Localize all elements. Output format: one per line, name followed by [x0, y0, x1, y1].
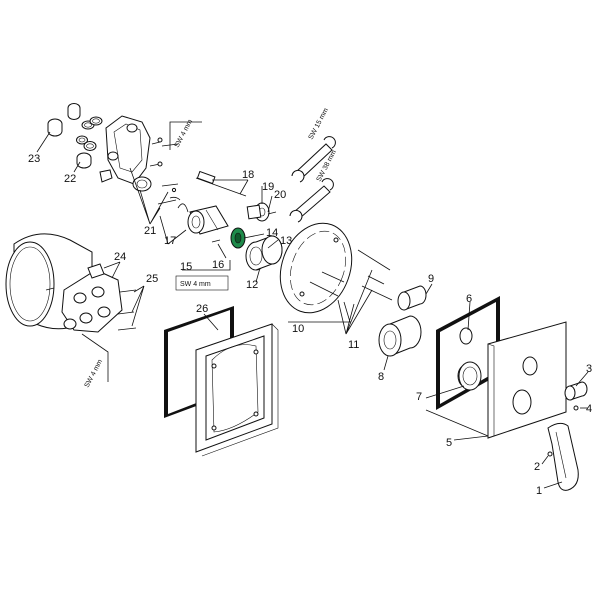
- callout-20: 20: [274, 189, 286, 201]
- callout-6: 6: [466, 293, 472, 305]
- part-10-round-plate: [279, 222, 353, 314]
- part-3-knob: [564, 381, 588, 401]
- callout-3: 3: [586, 363, 592, 375]
- part-17-cartridge: [177, 203, 229, 235]
- part-4-screw: [573, 405, 579, 411]
- part-21-screws: [157, 183, 181, 205]
- allen-key-mid: SW 4 mm: [175, 275, 229, 291]
- part-23-cap: [47, 118, 63, 137]
- tool-label-sw4-mid: SW 4 mm: [180, 281, 211, 288]
- callout-12: 12: [246, 279, 258, 291]
- part-16-screw: [211, 239, 221, 243]
- part-7-ring: [458, 361, 482, 391]
- callout-17: 17: [164, 235, 176, 247]
- callout-24: 24: [114, 251, 126, 263]
- callout-5: 5: [446, 437, 452, 449]
- callout-11: 11: [348, 339, 359, 351]
- callout-15: 15: [180, 261, 192, 273]
- callout-21: 21: [144, 225, 156, 237]
- part-18-spindle: [195, 170, 247, 197]
- callout-16: 16: [212, 259, 224, 271]
- part-1-lever-handle: [547, 422, 579, 491]
- allen-key-top: SW 4 mm: [169, 118, 202, 150]
- wrench-sw15: SW 15 mm: [291, 107, 336, 183]
- part-13-sleeve: [245, 235, 283, 271]
- callout-4: 4: [586, 403, 592, 415]
- callout-13: 13: [280, 235, 292, 247]
- screw-top: [161, 143, 179, 147]
- part-26-frame: [164, 306, 279, 457]
- callout-2: 2: [534, 461, 540, 473]
- tool-label-sw15: SW 15 mm: [308, 107, 331, 141]
- part-2-screw: [547, 451, 553, 457]
- allen-key-left: SW 4 mm: [81, 333, 109, 389]
- callout-26: 26: [196, 303, 208, 315]
- part-21-valve-body: [99, 115, 163, 192]
- part-24-valve-block: [61, 263, 123, 333]
- part-9-cylinder: [397, 285, 427, 311]
- part-14-highlight-ring: [230, 227, 246, 249]
- callout-10: 10: [292, 323, 304, 335]
- callout-1: 1: [536, 485, 542, 497]
- callout-14: 14: [266, 227, 278, 239]
- callout-18: 18: [242, 169, 254, 181]
- callout-9: 9: [428, 273, 434, 285]
- callout-22: 22: [64, 173, 76, 185]
- part-6-gasket: [436, 296, 500, 410]
- callout-23: 23: [28, 153, 40, 165]
- part-19-nut: [246, 202, 270, 222]
- callout-25: 25: [146, 273, 158, 285]
- part-11-long-screws: [309, 249, 393, 301]
- part-20-screw: [267, 211, 277, 215]
- part-8-sleeve: [378, 315, 422, 357]
- part-5-cover-plate: [487, 321, 567, 439]
- part-25-screws: [117, 289, 137, 331]
- callout-8: 8: [378, 371, 384, 383]
- callout-19: 19: [262, 181, 274, 193]
- leader-lines: [36, 131, 589, 489]
- tool-label-sw4-left: SW 4 mm: [84, 358, 105, 389]
- part-22-seals: [67, 103, 103, 169]
- callout-7: 7: [416, 391, 422, 403]
- callout-labels: 23 22 21 18 19 20 14 13 12 17 16 15 10 1…: [28, 153, 592, 497]
